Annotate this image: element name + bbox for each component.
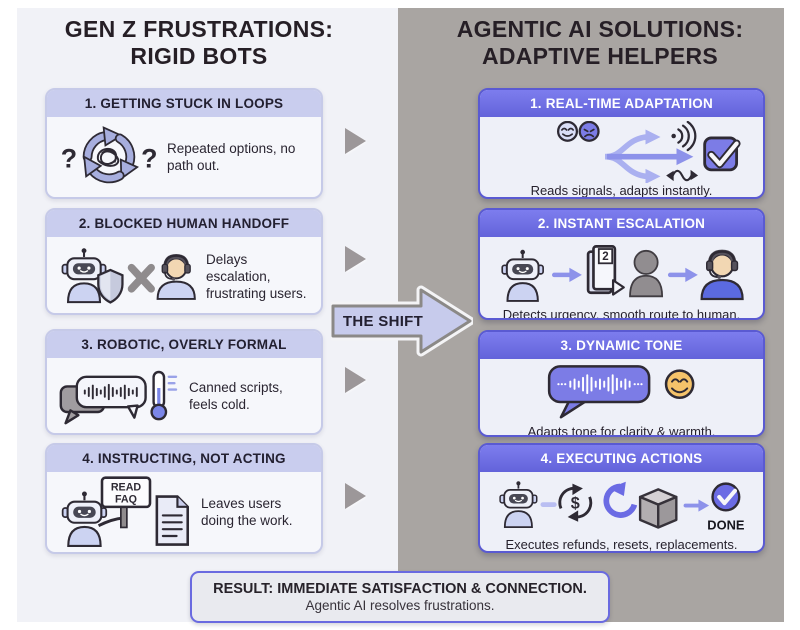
- shift-triangle-3: [345, 367, 366, 393]
- signal-icon: [670, 121, 696, 152]
- door-badge: 2: [602, 251, 608, 263]
- result-line2: Agentic AI resolves frustrations.: [305, 598, 495, 613]
- faces-branching-arrows-checkbox-icon: [506, 121, 741, 183]
- solution-card-actions: 4. EXECUTING ACTIONS $: [478, 443, 765, 553]
- card-title: 3. ROBOTIC, OVERLY FORMAL: [47, 331, 321, 358]
- card-body: ? ? Repeated options, no path out.: [47, 117, 321, 197]
- frustration-card-loops: 1. GETTING STUCK IN LOOPS: [45, 88, 323, 199]
- result-banner: RESULT: IMMEDIATE SATISFACTION & CONNECT…: [190, 571, 610, 623]
- card-title: 1. GETTING STUCK IN LOOPS: [47, 90, 321, 117]
- frustration-card-formal: 3. ROBOTIC, OVERLY FORMAL: [45, 329, 323, 435]
- card-body: 2 Detects urgency, smooth route to human…: [480, 237, 763, 320]
- card-title: 4. INSTRUCTING, NOT ACTING: [47, 445, 321, 472]
- the-shift-arrow: THE SHIFT: [328, 285, 475, 357]
- solution-card-adaptation: 1. REAL-TIME ADAPTATION: [478, 88, 765, 199]
- card-body: Adapts tone for clarity & warmth.: [480, 359, 763, 437]
- right-title-line1: AGENTIC AI SOLUTIONS:: [456, 16, 744, 42]
- card-description: Delays escalation, frustrating users.: [206, 251, 307, 301]
- card-body: Delays escalation, frustrating users.: [47, 237, 321, 313]
- reset-rotate-icon: [602, 481, 637, 518]
- card-caption: Reads signals, adapts instantly.: [530, 183, 713, 198]
- robot-door-person-agent-icon: 2: [500, 245, 746, 302]
- loop-tangle-question-icon: ? ?: [61, 126, 158, 184]
- left-title-line2: RIGID BOTS: [130, 43, 268, 69]
- sign-text-line2: FAQ: [115, 494, 137, 506]
- card-body: Reads signals, adapts instantly.: [480, 117, 763, 198]
- question-mark-left: ?: [61, 144, 77, 174]
- right-panel-title: AGENTIC AI SOLUTIONS: ADAPTIVE HELPERS: [425, 16, 775, 70]
- checkbox-icon: [702, 136, 741, 172]
- shift-triangle-2: [345, 246, 366, 272]
- card-title: 3. DYNAMIC TONE: [480, 332, 763, 359]
- card-body: Canned scripts, feels cold.: [47, 358, 321, 433]
- card-description: Repeated options, no path out.: [167, 141, 296, 173]
- frustration-card-handoff: 2. BLOCKED HUMAN HANDOFF Delays escalati…: [45, 208, 323, 315]
- shift-triangle-4: [345, 483, 366, 509]
- exit-door-icon: 2: [586, 245, 625, 296]
- card-caption: Executes refunds, resets, replacements.: [505, 537, 738, 552]
- done-label: DONE: [707, 517, 745, 532]
- right-title-line2: ADAPTIVE HELPERS: [481, 43, 719, 69]
- card-title: 2. BLOCKED HUMAN HANDOFF: [47, 210, 321, 237]
- done-check-icon: DONE: [707, 482, 745, 532]
- card-title: 4. EXECUTING ACTIONS: [480, 445, 763, 472]
- frustration-card-instructing: 4. INSTRUCTING, NOT ACTING READ FAQ Leav…: [45, 443, 323, 554]
- left-title-line1: GEN Z FRUSTRATIONS:: [64, 16, 334, 42]
- robot-refund-reset-box-done-icon: $ DONE: [498, 480, 745, 532]
- card-body: $ DONE Executes refunds, res: [480, 472, 763, 552]
- card-caption: Adapts tone for clarity & warmth.: [527, 424, 716, 437]
- squiggle-icon: [665, 169, 698, 182]
- question-mark-right: ?: [141, 144, 157, 174]
- voice-bubble-smiley-icon: [547, 365, 694, 419]
- shift-triangle-1: [345, 128, 366, 154]
- refund-dollar-icon: $: [557, 483, 592, 522]
- smiley-icon: [664, 369, 694, 400]
- card-description: Canned scripts, feels cold.: [189, 379, 283, 412]
- left-panel-title: GEN Z FRUSTRATIONS: RIGID BOTS: [25, 16, 373, 70]
- solution-card-tone: 3. DYNAMIC TONE: [478, 330, 765, 437]
- solution-card-escalation: 2. INSTANT ESCALATION 2 Det: [478, 208, 765, 320]
- card-description: Leaves users doing the work.: [201, 496, 293, 528]
- person-icon: [628, 249, 663, 298]
- package-box-icon: [638, 488, 678, 529]
- card-title: 2. INSTANT ESCALATION: [480, 210, 763, 237]
- result-line1: RESULT: IMMEDIATE SATISFACTION & CONNECT…: [213, 581, 587, 597]
- sign-text-line1: READ: [111, 482, 142, 494]
- chat-waveform-thermometer-icon: [59, 370, 178, 424]
- card-body: READ FAQ Leaves users doing the work.: [47, 472, 321, 552]
- robot-sign-document-icon: READ FAQ: [61, 476, 189, 547]
- mood-faces-icon: [556, 121, 600, 142]
- shift-arrow-shape: [328, 285, 475, 357]
- dollar-sign: $: [570, 494, 579, 512]
- card-title: 1. REAL-TIME ADAPTATION: [480, 90, 763, 117]
- card-caption: Detects urgency, smooth route to human.: [502, 307, 741, 320]
- robot-shield-x-agent-icon: [61, 247, 198, 304]
- shift-label: THE SHIFT: [342, 312, 424, 330]
